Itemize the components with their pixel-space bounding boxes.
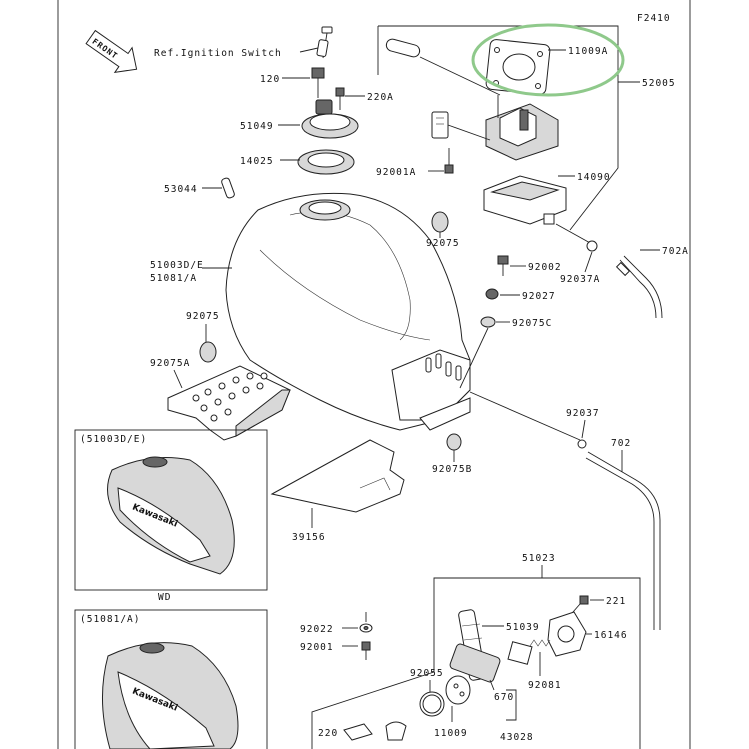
label-53044: 53044 (164, 184, 198, 195)
label-92075A: 92075A (150, 358, 190, 369)
label-92001A: 92001A (376, 167, 416, 178)
bolt-220A (335, 87, 345, 110)
grommet-92075C (480, 316, 496, 328)
variant-label-51003DE: (51003D/E) (80, 434, 147, 445)
label-92075C: 92075C (512, 318, 552, 329)
screw-220 (343, 721, 407, 741)
label-43028: 43028 (500, 732, 534, 743)
hose-702 (585, 451, 661, 630)
pad-92075A (167, 365, 291, 441)
damper-92075-left (199, 341, 217, 363)
bolt-92001A (444, 148, 454, 174)
label-92022: 92022 (300, 624, 334, 635)
cap-51049 (301, 99, 359, 139)
filter-14090 (483, 175, 567, 225)
bolt-92001 (361, 641, 371, 660)
label-702A: 702A (662, 246, 689, 257)
clip-92037 (577, 439, 587, 449)
variant-tank-51003DE: Kawasaki (107, 456, 235, 575)
variant-label-51081A: (51081/A) (80, 614, 140, 625)
grommet-92075B (446, 433, 462, 451)
collar-92027 (485, 288, 499, 300)
label-92002: 92002 (528, 262, 562, 273)
fuel-cock-box (433, 577, 641, 749)
ref-ignition-label: Ref.Ignition Switch (154, 48, 282, 59)
label-670: 670 (494, 692, 514, 703)
gasket-11009 (445, 675, 471, 705)
fuel-tank (225, 192, 471, 431)
pump-box-outline (378, 25, 619, 231)
pin-53044 (221, 177, 235, 199)
label-92081: 92081 (528, 680, 562, 691)
label-11009: 11009 (434, 728, 468, 739)
ring-14025 (297, 149, 355, 175)
label-51023: 51023 (522, 553, 556, 564)
lever-51039 (449, 609, 501, 683)
pump-hose (385, 38, 421, 58)
spring-92081 (507, 639, 551, 665)
ignition-key-icon (316, 26, 333, 59)
heat-shield-39156 (270, 439, 405, 513)
variant-box-51003DE (74, 429, 268, 591)
label-51039: 51039 (506, 622, 540, 633)
label-16146: 16146 (594, 630, 628, 641)
highlight-circle (471, 23, 625, 97)
label-702: 702 (611, 438, 631, 449)
fuel-pump-unit (431, 95, 559, 161)
label-220: 220 (318, 728, 338, 739)
label-51049: 51049 (240, 121, 274, 132)
label-220A: 220A (367, 92, 394, 103)
label-92075-left: 92075 (186, 311, 220, 322)
hose-702A (615, 255, 663, 319)
label-120: 120 (260, 74, 280, 85)
label-92055: 92055 (410, 668, 444, 679)
label-92075-top: 92075 (426, 238, 460, 249)
label-92037A: 92037A (560, 274, 600, 285)
variant-tank-51081A: Kawasaki (102, 642, 239, 749)
cover-16146 (547, 611, 587, 657)
label-221: 221 (606, 596, 626, 607)
washer-92022 (359, 623, 373, 633)
label-52005: 52005 (642, 78, 676, 89)
variant-caption-51003DE: WD (158, 592, 171, 603)
label-51003DE: 51003D/E (150, 260, 204, 271)
label-51081A: 51081/A (150, 273, 197, 284)
bolt-120 (311, 67, 325, 98)
damper-92075-top (431, 211, 449, 233)
label-92037: 92037 (566, 408, 600, 419)
label-92027: 92027 (522, 291, 556, 302)
label-39156: 39156 (292, 532, 326, 543)
bolt-92002 (497, 255, 509, 276)
variant-box-51081A (74, 609, 268, 749)
figure-code: F2410 (637, 13, 671, 24)
clip-92037A (586, 240, 598, 252)
oring-92055 (419, 691, 445, 717)
label-14025: 14025 (240, 156, 274, 167)
gasket-11009A (485, 39, 551, 95)
label-11009A: 11009A (568, 46, 608, 57)
label-14090: 14090 (577, 172, 611, 183)
label-92001: 92001 (300, 642, 334, 653)
front-arrow-icon: FRONT (85, 29, 138, 73)
label-92075B: 92075B (432, 464, 472, 475)
